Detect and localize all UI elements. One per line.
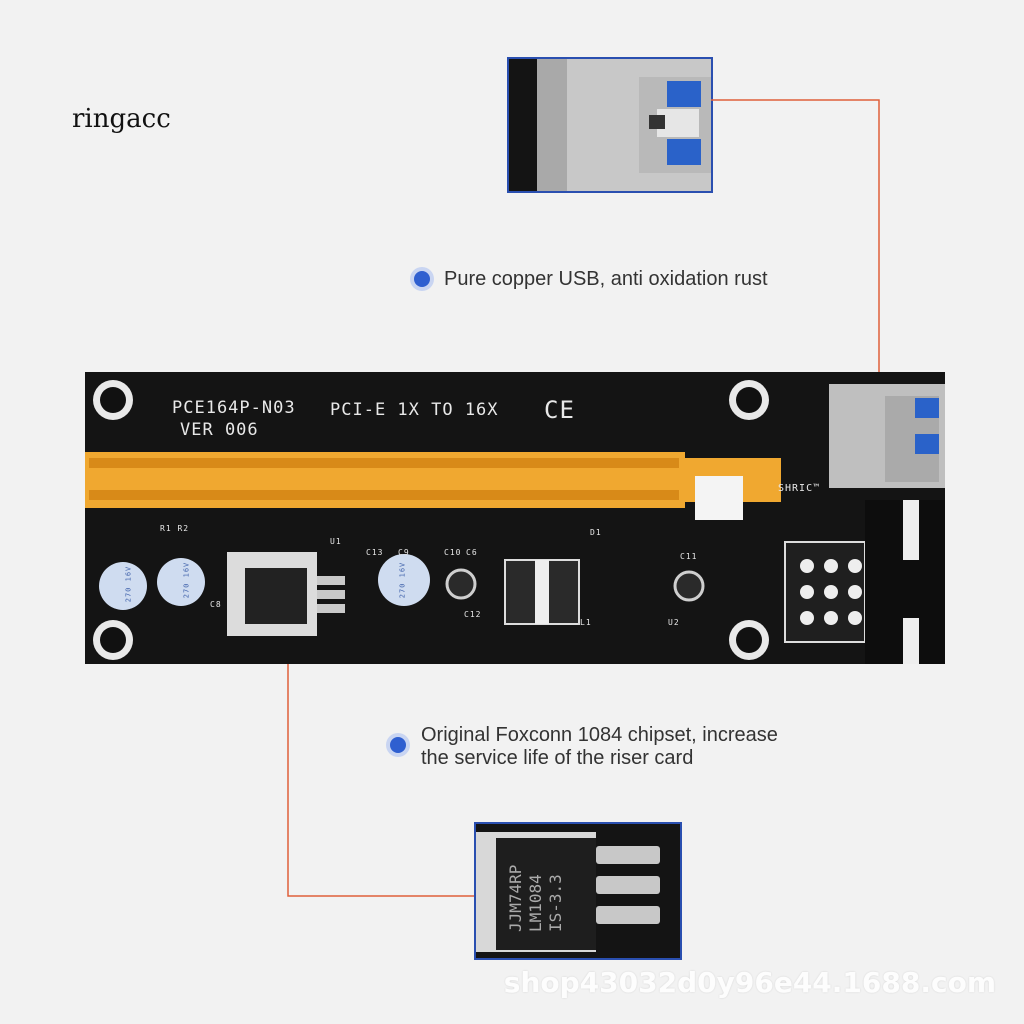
chipset-callout-bullet — [390, 737, 406, 753]
label-l1: L1 — [580, 618, 592, 627]
chip-marking-line3: IS-3.3 — [546, 874, 565, 932]
label-c9: C9 — [398, 548, 410, 557]
board-model-label: PCE164P-N03 — [172, 398, 296, 418]
label-c10: C10 — [444, 548, 462, 557]
brand-logo-text: ringacc — [72, 104, 171, 134]
label-c12: C12 — [464, 610, 482, 619]
chip-leader-line — [287, 600, 476, 897]
usb-leader-line — [711, 99, 880, 400]
chip-marking-line2: LM1084 — [526, 874, 545, 932]
label-c11: C11 — [680, 552, 698, 561]
usb-port-closeup — [507, 57, 713, 193]
label-u2: U2 — [668, 618, 680, 627]
chipset-closeup: JJM74RP LM1084 IS-3.3 — [474, 822, 682, 960]
board-type-label: PCI-E 1X TO 16X — [330, 400, 499, 420]
label-r1r2: R1 R2 — [160, 524, 190, 533]
label-c8: C8 — [210, 600, 222, 609]
usb-callout-text: Pure copper USB, anti oxidation rust — [444, 268, 768, 290]
shop-watermark: shop43032d0y96e44.1688.com — [503, 966, 996, 999]
label-u1: U1 — [330, 537, 342, 546]
capacitor-print-right: 270 16V — [398, 561, 407, 599]
chip-marking-line1: JJM74RP — [506, 864, 525, 932]
chipset-callout-line2: the service life of the riser card — [421, 747, 694, 769]
board-brand-mark: SHRIC™ — [778, 483, 821, 494]
board-cert-mark: CE — [544, 396, 575, 424]
chipset-callout-line1: Original Foxconn 1084 chipset, increase — [421, 724, 778, 746]
riser-card-pcb — [85, 372, 945, 664]
label-c6: C6 — [466, 548, 478, 557]
board-version-label: VER 006 — [180, 420, 259, 440]
label-d1: D1 — [590, 528, 602, 537]
chip-marking: JJM74RP LM1084 IS-3.3 — [506, 865, 566, 932]
usb-callout-bullet — [414, 271, 430, 287]
label-c13: C13 — [366, 548, 384, 557]
capacitor-print-mid: 270 16V — [182, 561, 191, 599]
capacitor-print-left: 270 16V — [124, 565, 133, 603]
